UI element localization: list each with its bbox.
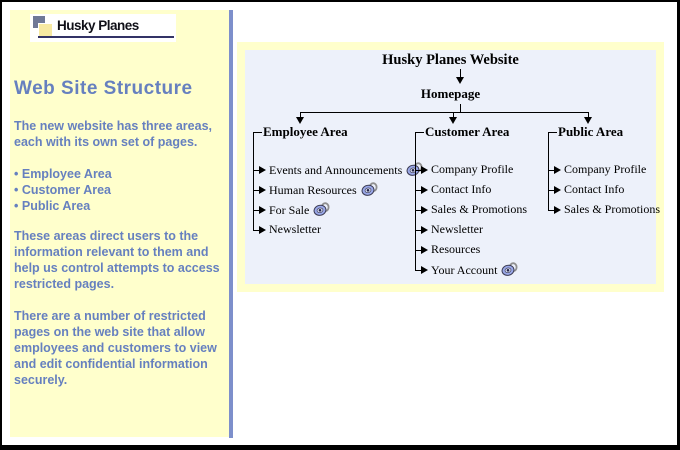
right-arrow-icon [421,246,428,254]
homepage-node: Homepage [420,86,481,101]
tree-item-label: Your Account [431,262,518,278]
right-arrow-icon [421,226,428,234]
tree-item-label: Newsletter [431,222,483,236]
connector-line [253,132,254,230]
tree-item-label: Events and Announcements [269,162,423,178]
connector-line [548,132,549,210]
site-structure-diagram: Husky Planes Website Homepage Employee A… [237,42,664,292]
connector-line [253,210,259,211]
tree-item-label: Human Resources [269,182,378,198]
logo-underline [38,36,174,38]
right-arrow-icon [259,206,266,214]
right-arrow-icon [259,226,266,234]
page-title: Web Site Structure [14,78,193,99]
tree-item-label: Company Profile [564,162,647,176]
connector-line [460,104,461,112]
connector-line [415,270,421,271]
tree-item-label: Newsletter [269,222,321,236]
connector-line [415,170,421,171]
connector-line [415,230,421,231]
connector-line [253,132,262,133]
tree-item-label: Resources [431,242,481,256]
connector-line [253,190,259,191]
tree-item-label: Contact Info [431,182,492,196]
connector-line [415,210,421,211]
connector-line [253,170,259,171]
tree-item-label: For Sale [269,202,330,218]
lock-icon [313,202,330,216]
intro-paragraph: The new website has three areas, each wi… [14,119,212,149]
tree-item-label: Company Profile [431,162,514,176]
tree-item-label: Contact Info [564,182,625,196]
lock-icon [361,182,378,196]
logo-text: Husky Planes [57,18,139,33]
list-item: Public Area [14,198,224,214]
connector-line [548,210,554,211]
right-arrow-icon [421,206,428,214]
column-header-public-area: Public Area [558,124,624,139]
connector-line [415,132,424,133]
right-arrow-icon [421,266,428,274]
column-header-customer-area: Customer Area [425,124,510,139]
down-arrow-icon [449,112,458,124]
sidebar-separator [229,10,233,438]
down-arrow-icon [456,69,465,84]
diagram-title: Husky Planes Website [382,52,519,68]
down-arrow-icon [584,112,593,124]
connector-line [548,170,554,171]
sidebar-content: Web Site Structure The new website has t… [14,78,224,404]
right-arrow-icon [554,166,561,174]
diagram-canvas: Husky Planes Website Homepage Employee A… [245,50,660,284]
right-arrow-icon [554,206,561,214]
restricted-paragraph: There are a number of restricted pages o… [14,309,217,387]
access-paragraph: These areas direct users to the informat… [14,229,220,291]
connector-line [415,190,421,191]
area-bullet-list: Employee Area Customer Area Public Area [14,166,224,214]
right-arrow-icon [421,186,428,194]
sidebar: Husky Planes Web Site Structure The new … [10,10,229,437]
logo: Husky Planes [30,14,176,42]
connector-line [415,250,421,251]
tree-item-label: Sales & Promotions [431,202,528,216]
connector-line [415,132,416,270]
list-item: Customer Area [14,182,224,198]
tree-item-label: Sales & Promotions [564,202,661,216]
right-arrow-icon [421,166,428,174]
connector-line [300,112,589,113]
down-arrow-icon [296,112,305,124]
connector-line [548,132,557,133]
connector-line [253,230,259,231]
right-arrow-icon [259,186,266,194]
column-header-employee-area: Employee Area [263,124,348,139]
connector-line [548,190,554,191]
right-arrow-icon [259,166,266,174]
right-arrow-icon [554,186,561,194]
list-item: Employee Area [14,166,224,182]
lock-icon [502,262,518,276]
